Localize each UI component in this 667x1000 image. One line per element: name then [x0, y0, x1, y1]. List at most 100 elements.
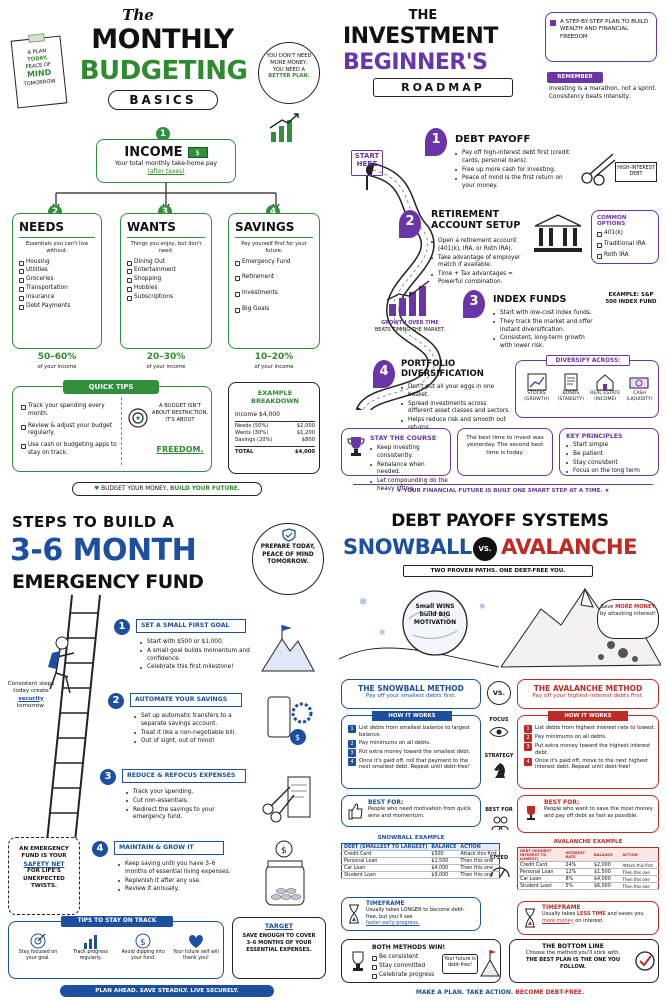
ef-step-3: 3 REDUCE & REFOCUS EXPENSES Track your s…: [96, 765, 326, 837]
timeframe-text: Usually takes: [542, 911, 576, 917]
principles-list: Start simple Be patient Stay consistent …: [566, 442, 652, 476]
table-cell: $500: [429, 850, 459, 858]
list-item: Consistent, long-term growth with lower …: [493, 335, 597, 351]
invest-quote-box: The best time to invest was yesterday. T…: [457, 428, 553, 476]
list-item: Time + Tax advantages = Powerful combina…: [431, 271, 531, 287]
list-item: Retirement: [235, 274, 313, 282]
savings-desc: Pay yourself first for your future.: [235, 237, 313, 255]
step-number-4: 4: [92, 841, 108, 857]
shield-icon: [282, 528, 296, 542]
list-item: Review & adjust your budget regularly.: [21, 423, 117, 439]
budget-title-budgeting: BUDGETING: [79, 56, 248, 86]
example-income: Income $4,000: [235, 411, 315, 422]
needs-title: NEEDS: [19, 220, 65, 234]
trophy-icon: [527, 806, 535, 820]
table-header: DEBT (HIGHEST INTEREST TO LOWEST): [517, 847, 564, 862]
table-cell: Student Loan: [517, 882, 564, 890]
mountain-flag-icon: [480, 950, 500, 977]
list-item: Be patient: [566, 451, 652, 459]
table-cell: Then this one: [458, 857, 500, 865]
list-item: Big Goals: [235, 306, 313, 314]
tagline-text: A STEP-BY-STEP PLAN TO BUILD WEALTH AND …: [560, 19, 649, 40]
budget-footer: ♥ BUDGET YOUR MONEY, BUILD YOUR FUTURE.: [72, 482, 262, 496]
mid-label-strategy: STRATEGY: [484, 753, 514, 759]
step-title: MAINTAIN & GROW IT: [114, 841, 224, 855]
table-cell: Then this one: [458, 864, 500, 872]
tip-item: $ Avoid dipping into your fund.: [118, 932, 168, 962]
wants-sub: of your income: [146, 364, 186, 370]
step1-title: DEBT PAYOFF: [455, 134, 531, 145]
asset-label: REAL ESTATE: [590, 391, 621, 396]
timeframe-highlight: LESS TIME: [576, 911, 606, 917]
safety-highlight: SAFETY NET: [23, 860, 65, 868]
step-text: Pay minimums on all debts.: [535, 734, 607, 740]
list-item: A small goal builds momentum and confide…: [140, 648, 250, 664]
table-cell: 8%: [563, 875, 592, 883]
ef-step-1: 1 SET A SMALL FIRST GOAL Start with $500…: [110, 615, 326, 685]
table-header: BALANCE: [429, 843, 459, 851]
invest-footer: ★ YOUR FINANCIAL FUTURE IS BUILT ONE SMA…: [353, 484, 653, 494]
side-note-highlight: security: [18, 695, 44, 702]
list-item: Be consistent: [372, 954, 442, 962]
step-number-4: 4: [373, 360, 395, 388]
list-item: Redirect the savings to your emergency f…: [126, 807, 236, 823]
safety-text: FOR LIFE'S UNEXPECTED TWISTS.: [23, 868, 65, 889]
step4-title-line: PORTFOLIO: [401, 359, 456, 369]
footer-text: YOUR FINANCIAL FUTURE IS BUILT ONE SMART…: [403, 488, 603, 494]
step-badge: 1: [348, 725, 356, 733]
asset-stocks: STOCKS (GROWTH): [520, 373, 553, 403]
table-cell: Attack this first: [620, 861, 659, 869]
asset-label: STOCKS: [527, 391, 546, 396]
example-rows: Needs (50%)$2,000 Wants (30%)$1,200 Savi…: [235, 423, 315, 456]
bottom-line-title: THE BOTTOM LINE: [542, 943, 604, 950]
list-item: Cut non-essentials.: [126, 798, 236, 806]
list-item: Shopping: [127, 276, 205, 284]
budget-title-monthly: MONTHLY: [91, 24, 234, 55]
bubble-text: Save: [600, 604, 614, 610]
step2-title-line: ACCOUNT SETUP: [431, 219, 521, 231]
hourglass-icon: [525, 908, 535, 928]
step4-title-line: DIVERSIFICATION: [401, 368, 484, 379]
footer-text: BUDGET YOUR MONEY,: [101, 486, 169, 492]
target-icon: [30, 933, 46, 949]
step-list: Set up automatic transfers to a separate…: [134, 713, 254, 747]
asset-sub: (STABILITY): [557, 396, 584, 402]
income-box: INCOME $ Your total monthly take-home pa…: [96, 139, 236, 183]
invest-title-roadmap: ROADMAP: [373, 78, 513, 97]
table-cell: 24%: [563, 861, 592, 869]
example-row: Savings (20%)$800: [235, 437, 315, 444]
list-item: Utilities: [19, 267, 95, 275]
budget-title-the: The: [122, 6, 154, 24]
both-methods-title: BOTH METHODS WIN!: [372, 944, 446, 951]
snowball-method-box: THE SNOWBALL METHOD Pay off your smalles…: [341, 679, 481, 709]
options-title: COMMON OPTIONS: [597, 215, 627, 227]
list-item: Emergency Fund: [235, 259, 313, 267]
dollar-coin-icon: $: [135, 933, 151, 949]
table-cell: Personal Loan: [341, 857, 430, 865]
ef-tips-box: TIPS TO STAY ON TRACK Stay focused on yo…: [8, 916, 224, 979]
list-item: Keep investing consistently.: [370, 445, 450, 461]
diversify-box: DIVERSIFY ACROSS: STOCKS (GROWTH) BONDS …: [515, 355, 659, 418]
trophy-icon: [352, 951, 364, 971]
invest-quote: The best time to invest was yesterday. T…: [466, 435, 544, 456]
list-item: Investments: [235, 290, 313, 298]
heart-icon: ♥: [94, 486, 100, 492]
list-item: Traditional IRA: [597, 241, 653, 249]
bubble-text: YOU DON'T NEED MORE MONEY, YOU NEED A: [266, 53, 312, 73]
list-item: Start with low-cost index funds.: [493, 310, 597, 318]
ef-tips-row: Stay focused on your goal. Track progres…: [13, 932, 221, 962]
list-item: Hobbies: [127, 285, 205, 293]
step-number-2: 2: [108, 693, 124, 709]
list-item: Open a retirement account (401(k), IRA, …: [431, 238, 531, 254]
step-badge: 2: [524, 734, 532, 742]
step4-title: PORTFOLIO DIVERSIFICATION: [401, 359, 484, 380]
tip-text: Stay focused on your goal.: [18, 950, 58, 962]
step3-title: INDEX FUNDS: [493, 294, 567, 305]
list-item: Entertainment: [127, 267, 205, 275]
ef-title-fund: EMERGENCY FUND: [12, 571, 204, 593]
